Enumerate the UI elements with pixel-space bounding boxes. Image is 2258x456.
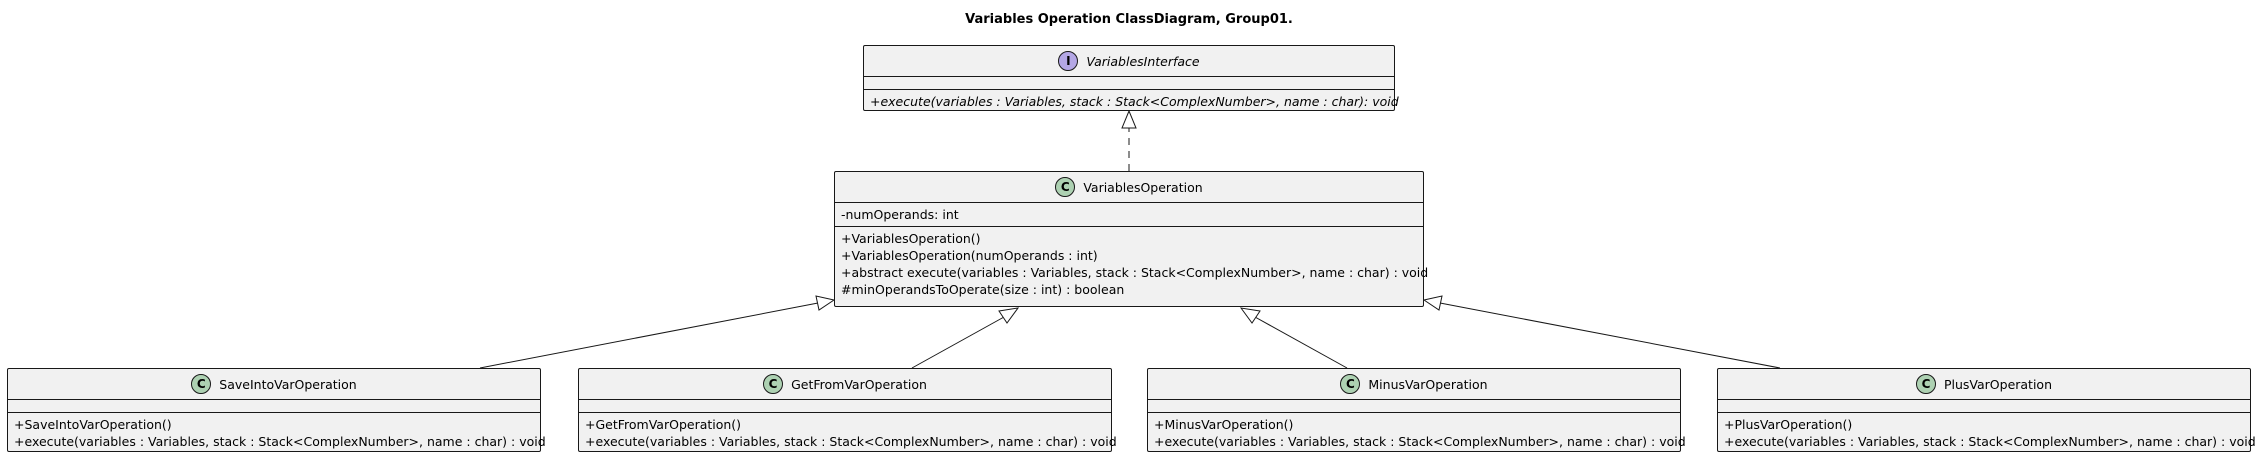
- inherit-arrowhead-save: [815, 295, 836, 311]
- inherit-arrowhead-get: [998, 307, 1020, 324]
- method: #minOperandsToOperate(size : int) : bool…: [841, 282, 1125, 297]
- class-header: C MinusVarOperation: [1148, 369, 1680, 400]
- method: +execute(variables : Variables, stack : …: [870, 94, 1399, 109]
- class-box-get-from-var-operation[interactable]: C GetFromVarOperation +GetFromVarOperati…: [578, 368, 1117, 453]
- method: +GetFromVarOperation(): [585, 417, 742, 432]
- method: +VariablesOperation(numOperands : int): [841, 248, 1098, 263]
- class-header: C GetFromVarOperation: [579, 369, 1111, 400]
- class-name: MinusVarOperation: [1368, 376, 1488, 392]
- class-name: PlusVarOperation: [1943, 376, 2053, 392]
- class-icon: C: [191, 374, 212, 394]
- fields-section: -numOperands: int: [835, 203, 1423, 227]
- method: +SaveIntoVarOperation(): [14, 417, 172, 432]
- class-header: C SaveIntoVarOperation: [8, 369, 540, 400]
- methods-section: +GetFromVarOperation() +execute(variable…: [579, 413, 1117, 453]
- class-icon: C: [1055, 177, 1076, 197]
- inherit-line-minus: [1254, 316, 1348, 369]
- class-box-variables-operation[interactable]: C VariablesOperation -numOperands: int +…: [834, 171, 1429, 307]
- method: +execute(variables : Variables, stack : …: [1154, 434, 1686, 449]
- class-box-minus-var-operation[interactable]: C MinusVarOperation +MinusVarOperation()…: [1147, 368, 1686, 453]
- fields-section: [1148, 400, 1680, 413]
- fields-section: [579, 400, 1111, 413]
- method: +abstract execute(variables : Variables,…: [841, 265, 1429, 280]
- class-icon: C: [1915, 374, 1936, 394]
- class-header: C VariablesOperation: [835, 172, 1423, 203]
- inherit-line-save: [479, 302, 819, 369]
- method: +execute(variables : Variables, stack : …: [585, 434, 1117, 449]
- diagram-title: Variables Operation ClassDiagram, Group0…: [965, 12, 1293, 27]
- method: +execute(variables : Variables, stack : …: [1724, 434, 2256, 449]
- methods-section: +PlusVarOperation() +execute(variables :…: [1718, 413, 2256, 453]
- class-name: VariablesOperation: [1083, 179, 1203, 195]
- methods-section: +execute(variables : Variables, stack : …: [864, 90, 1399, 113]
- method: +execute(variables : Variables, stack : …: [14, 434, 546, 449]
- methods-section: +MinusVarOperation() +execute(variables …: [1148, 413, 1686, 453]
- class-header: C PlusVarOperation: [1718, 369, 2250, 400]
- method: +MinusVarOperation(): [1154, 417, 1294, 432]
- fields-section: [1718, 400, 2250, 413]
- fields-section: [8, 400, 540, 413]
- class-header: I VariablesInterface: [864, 46, 1394, 77]
- realization-arrowhead: [1121, 109, 1137, 129]
- methods-section: +VariablesOperation() +VariablesOperatio…: [835, 227, 1429, 301]
- class-icon: C: [763, 374, 784, 394]
- class-name: VariablesInterface: [1086, 53, 1200, 69]
- field: -numOperands: int: [841, 207, 959, 222]
- class-box-save-into-var-operation[interactable]: C SaveIntoVarOperation +SaveIntoVarOpera…: [7, 368, 546, 453]
- class-icon: C: [1340, 374, 1361, 394]
- inherit-line-get: [911, 316, 1005, 369]
- inherit-line-plus: [1439, 302, 1781, 369]
- class-name: GetFromVarOperation: [791, 376, 927, 392]
- method: +VariablesOperation(): [841, 231, 981, 246]
- method: +PlusVarOperation(): [1724, 417, 1853, 432]
- inherit-arrowhead-plus: [1422, 295, 1443, 311]
- class-name: SaveIntoVarOperation: [219, 376, 357, 392]
- class-box-variables-interface[interactable]: I VariablesInterface +execute(variables …: [863, 45, 1399, 113]
- class-box-plus-var-operation[interactable]: C PlusVarOperation +PlusVarOperation() +…: [1717, 368, 2256, 453]
- inherit-arrowhead-minus: [1239, 307, 1261, 324]
- interface-icon: I: [1058, 51, 1079, 71]
- methods-section: +SaveIntoVarOperation() +execute(variabl…: [8, 413, 546, 453]
- fields-section: [864, 77, 1394, 90]
